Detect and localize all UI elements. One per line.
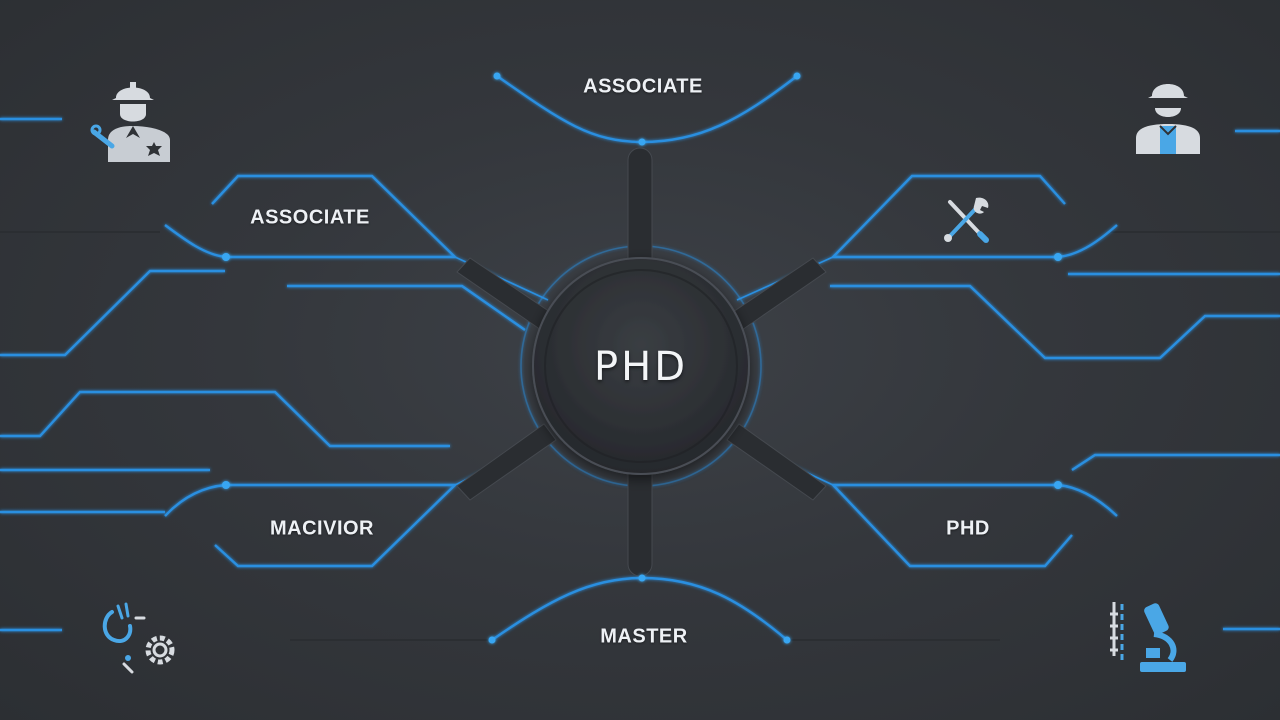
node-label-top: ASSOCIATE	[583, 75, 703, 98]
microscope-icon	[1110, 602, 1186, 672]
construction-worker-icon	[90, 82, 170, 162]
tools-icon	[944, 197, 989, 243]
node-label-lower-left: MACIVIOR	[270, 517, 374, 540]
node-label-upper-left: ASSOCIATE	[250, 206, 370, 229]
node-label-bottom: MASTER	[600, 625, 688, 648]
node-label-lower-right: PHD	[946, 517, 990, 540]
engineer-icon	[1136, 84, 1200, 154]
hub-circle	[532, 257, 750, 475]
background-traces	[0, 231, 1280, 641]
connection-dots	[222, 72, 1062, 644]
gears-icon	[102, 602, 175, 674]
hub-label: PHD	[594, 344, 688, 390]
